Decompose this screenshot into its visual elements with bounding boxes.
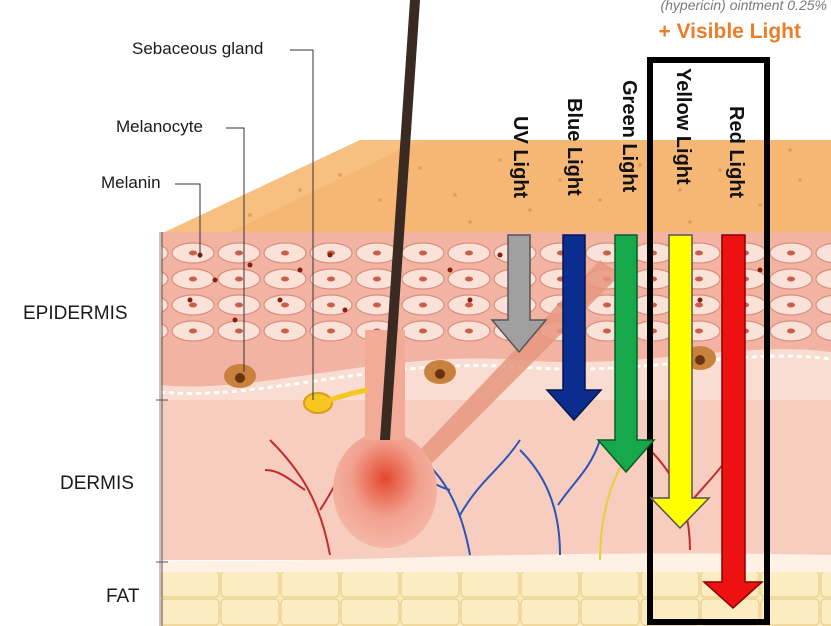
sebaceous-gland-shape <box>304 393 332 413</box>
hair-bulb <box>333 432 437 548</box>
epidermis-label: EPIDERMIS <box>23 303 128 325</box>
visible-light-heading: + Visible Light <box>658 20 801 44</box>
red-light-label: Red Light <box>724 106 747 198</box>
yellow-light-label: Yellow Light <box>671 68 694 185</box>
melanocyte-label: Melanocyte <box>116 117 203 137</box>
ointment-note: (hypericin) ointment 0.25% <box>660 0 827 13</box>
melanin-label: Melanin <box>101 173 161 193</box>
dermis-label: DERMIS <box>60 473 134 495</box>
fat-label: FAT <box>106 586 139 608</box>
sebaceous-gland-label: Sebaceous gland <box>132 39 263 59</box>
green-light-label: Green Light <box>617 80 640 192</box>
blue-light-label: Blue Light <box>562 98 585 196</box>
uv-light-label: UV Light <box>508 116 531 198</box>
